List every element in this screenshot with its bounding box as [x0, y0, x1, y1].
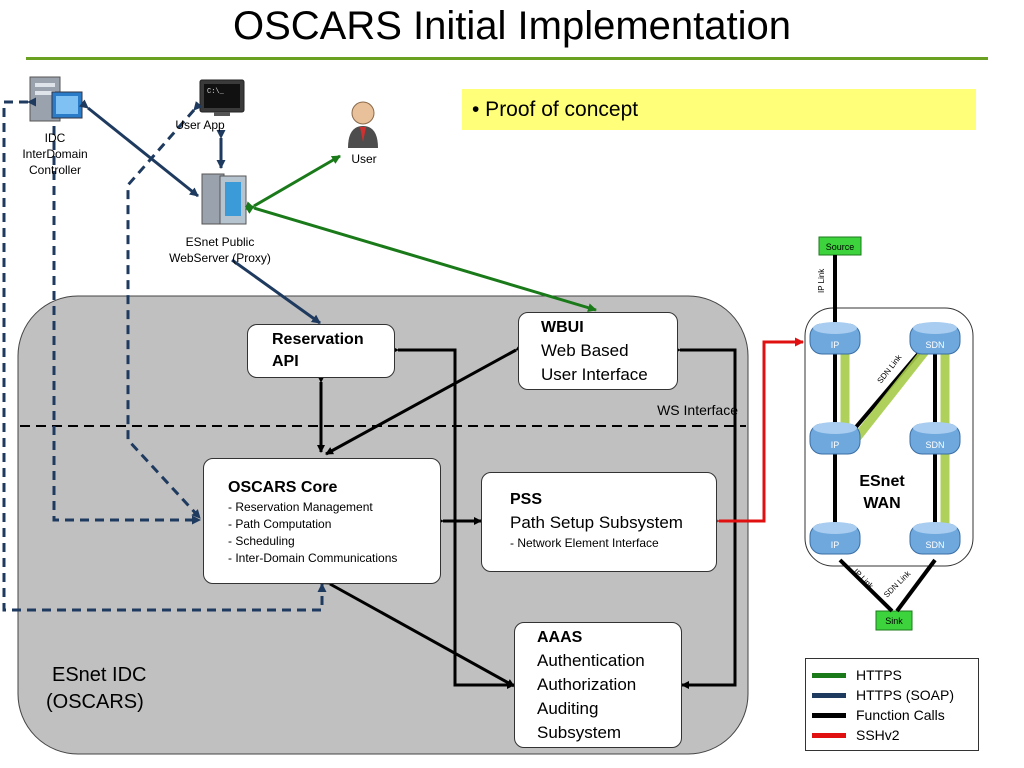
router-icon: IP: [809, 522, 861, 555]
aaas-title: AAAS: [537, 629, 583, 646]
aaas-line: Authorization: [537, 675, 637, 694]
source-label: Source: [826, 242, 855, 252]
legend-label: HTTPS: [856, 667, 902, 683]
legend-swatch: [812, 692, 846, 698]
legend-item-https: HTTPS: [812, 665, 978, 685]
router-label: IP: [831, 340, 840, 350]
page-title: OSCARS Initial Implementation: [232, 4, 791, 48]
router-label: SDN: [925, 540, 944, 550]
esnet-idc-label-line: ESnet IDC: [52, 664, 147, 686]
router-group: IP SDN IP SDN IP SDN: [809, 322, 961, 555]
source-node: [818, 236, 862, 256]
https-link-user-proxy: [244, 154, 341, 214]
router-label: IP: [831, 540, 840, 550]
ssh-link-pss-wan: [711, 337, 804, 526]
oscars-core-box: OSCARS Core - Reservation Management - P…: [203, 458, 441, 584]
pss-title: PSS: [510, 491, 543, 508]
user-person-icon: [348, 101, 378, 148]
router-icon: SDN: [909, 422, 961, 455]
proxy-label: ESnet Public WebServer (Proxy): [155, 234, 285, 266]
pss-box: PSS Path Setup Subsystem - Network Eleme…: [481, 472, 717, 572]
oscars-core-item: - Reservation Management: [228, 500, 373, 514]
wbui-line: User Interface: [541, 365, 648, 384]
router-icon: IP: [809, 422, 861, 455]
esnet-wan-label: ESnet WAN: [850, 471, 914, 515]
legend-label: Function Calls: [856, 707, 945, 723]
user-app-terminal-icon: C:\_: [199, 79, 245, 116]
legend-item-function-calls: Function Calls: [812, 705, 978, 725]
wbui-title: WBUI: [541, 319, 584, 336]
idc-label-line: IDC: [44, 131, 66, 145]
proof-of-concept-callout: • Proof of concept: [462, 89, 976, 130]
sink-node: [875, 610, 913, 631]
aaas-line: Auditing: [537, 699, 599, 718]
idc-label-line: Controller: [28, 163, 82, 177]
esnet-wan-label-line: WAN: [863, 495, 901, 512]
idc-label-line: InterDomain: [22, 147, 88, 161]
reservation-api-box: Reservation API: [247, 324, 395, 378]
proxy-label-line: WebServer (Proxy): [169, 251, 271, 265]
oscars-core-item: - Path Computation: [228, 517, 332, 531]
wbui-box: WBUI Web Based User Interface: [518, 312, 678, 390]
reservation-api-title: Reservation: [272, 331, 364, 348]
oscars-core-item: - Scheduling: [228, 534, 295, 548]
https-link-proxy-wbui: [245, 201, 597, 313]
legend-swatch: [812, 672, 846, 678]
idc-server-icon: [29, 76, 83, 122]
aaas-box: AAAS Authentication Authorization Auditi…: [514, 622, 682, 748]
router-label: IP: [831, 440, 840, 450]
ws-interface-label: WS Interface: [657, 402, 738, 418]
legend-label: SSHv2: [856, 727, 900, 743]
oscars-core-title: OSCARS Core: [228, 479, 338, 496]
router-label: SDN: [925, 340, 944, 350]
proxy-server-icon: [201, 173, 247, 225]
func-link-core-aaas: [321, 577, 515, 688]
esnet-wan-label-line: ESnet: [859, 473, 905, 490]
oscars-core-item: - Inter-Domain Communications: [228, 551, 398, 565]
wbui-line: Web Based: [541, 341, 629, 360]
router-icon: SDN: [909, 522, 961, 555]
user-label: User: [351, 152, 377, 166]
legend-swatch: [812, 732, 846, 738]
legend-item-sshv2: SSHv2: [812, 725, 978, 745]
esnet-idc-label: ESnet IDC (OSCARS): [46, 662, 146, 716]
proxy-label-line: ESnet Public: [185, 235, 255, 249]
legend: HTTPS HTTPS (SOAP) Function Calls SSHv2: [805, 658, 979, 751]
router-icon: IP: [809, 322, 861, 355]
router-icon: SDN: [909, 322, 961, 355]
legend-label: HTTPS (SOAP): [856, 687, 955, 703]
router-label: SDN: [925, 440, 944, 450]
sink-label: Sink: [885, 616, 903, 626]
idc-label: IDC InterDomain Controller: [8, 130, 102, 178]
wan-link-label: IP Link: [852, 567, 876, 591]
pss-subtitle: Path Setup Subsystem: [510, 513, 683, 532]
esnet-idc-label-line: (OSCARS): [46, 691, 144, 713]
user-app-label: User App: [175, 118, 225, 132]
aaas-line: Subsystem: [537, 723, 622, 742]
reservation-api-title: API: [272, 353, 299, 370]
aaas-line: Authentication: [537, 651, 645, 670]
title-underline: [26, 57, 988, 60]
legend-item-https-soap: HTTPS (SOAP): [812, 685, 978, 705]
wan-link-label: IP Link: [817, 268, 826, 293]
pss-item: - Network Element Interface: [510, 536, 659, 550]
svg-text:C:\_: C:\_: [207, 88, 225, 96]
legend-swatch: [812, 712, 846, 718]
